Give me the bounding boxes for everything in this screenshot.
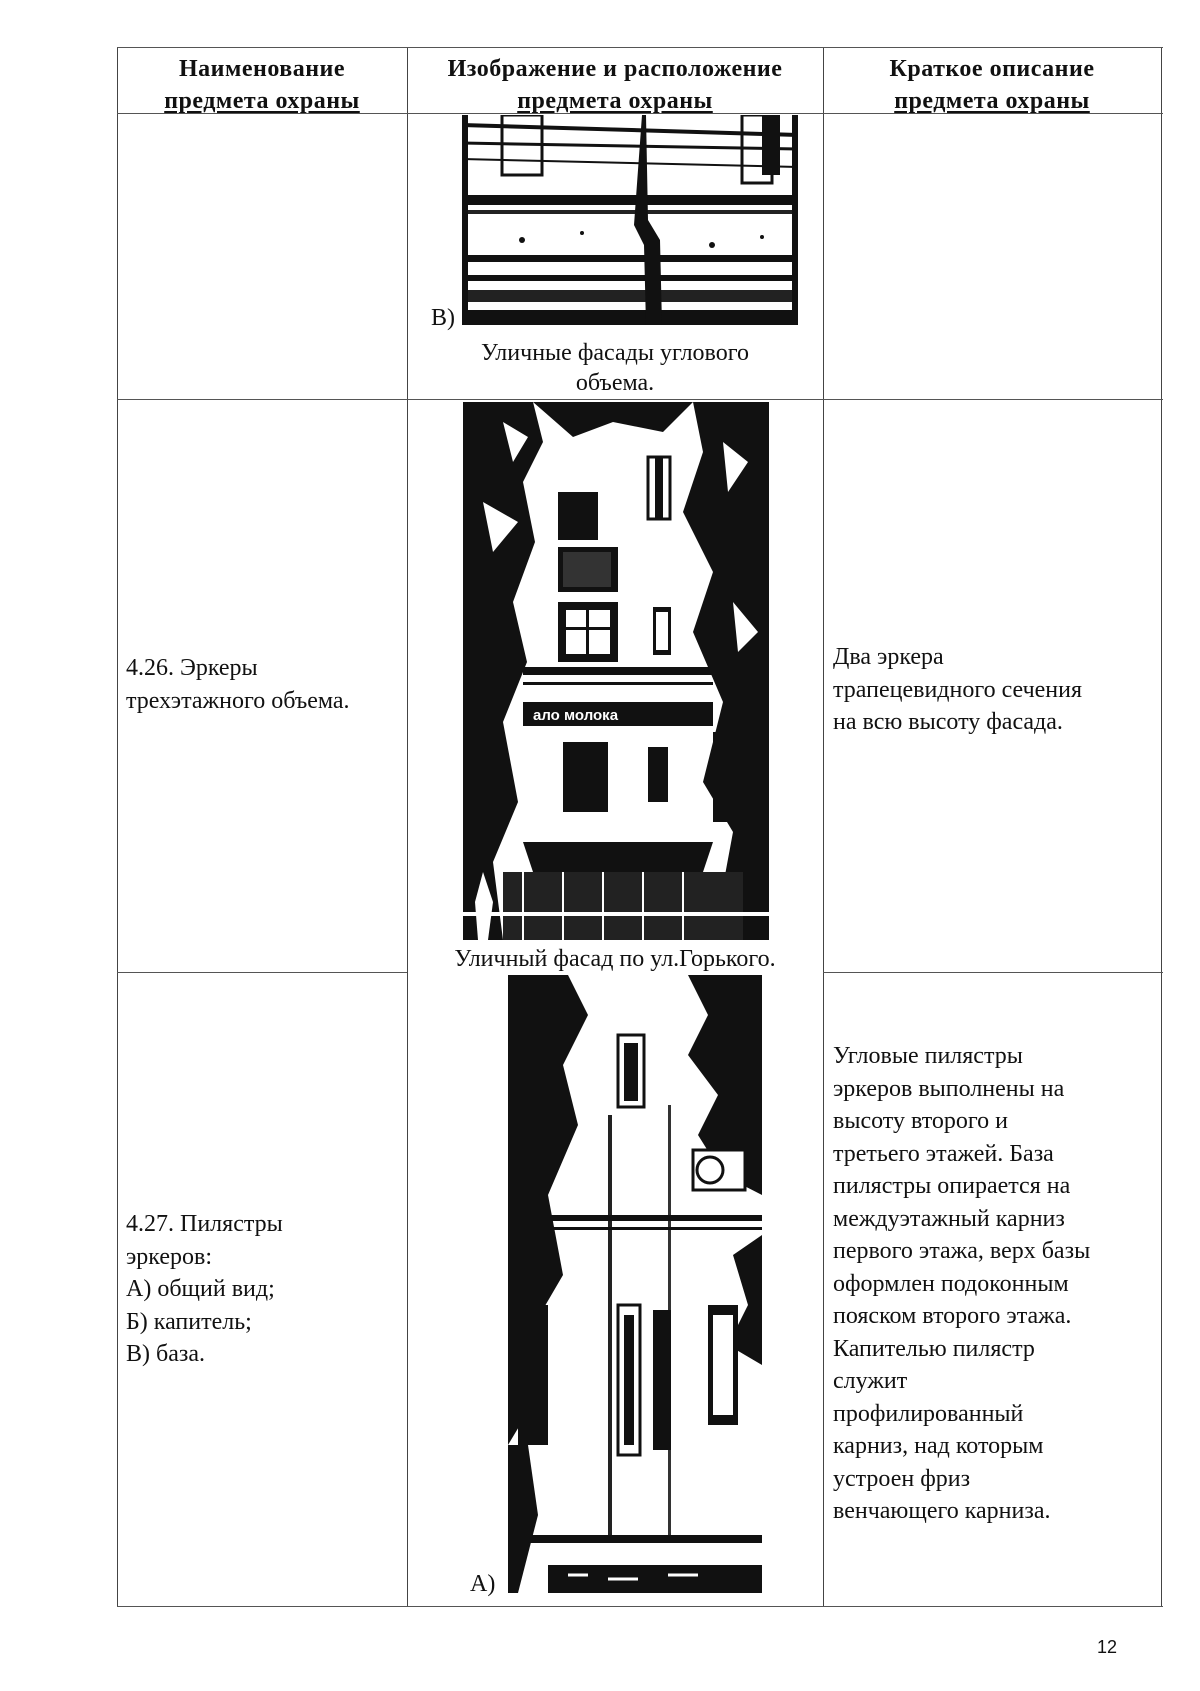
name-line: трехэтажного объема. — [126, 687, 350, 714]
caption-line-2: объема. — [575, 370, 655, 396]
header-image-line-1: Изображение и расположение — [447, 56, 783, 82]
description-line: Угловые пилястры — [833, 1043, 1023, 1069]
description-line: устроен фриз — [833, 1465, 971, 1492]
header-image: Изображение и расположение предмета охра… — [407, 53, 823, 117]
description-line: профилированный — [833, 1400, 1024, 1427]
header-divider — [117, 113, 1163, 114]
item-4-26-name: 4.26. Эркеры трехэтажного объема. — [126, 652, 350, 717]
description-line: на всю высоту фасада. — [833, 709, 1063, 735]
caption-street-facades: Уличные фасады углового объема. — [407, 338, 823, 398]
table-border-top — [117, 47, 1163, 48]
heritage-table: Наименование предмета охраны Изображение… — [117, 47, 1163, 1607]
description-line: Два эркера — [833, 644, 944, 670]
name-line: 4.26. Эркеры — [126, 655, 258, 681]
description-line: оформлен подоконным — [833, 1270, 1069, 1297]
row-divider-2 — [117, 972, 407, 973]
name-line: В) база. — [126, 1341, 205, 1367]
name-line: А) общий вид; — [126, 1276, 275, 1302]
description-line: междуэтажный карниз — [833, 1205, 1065, 1232]
description-line: пояском второго этажа. — [833, 1303, 1072, 1329]
caption-gorkogo-facade: Уличный фасад по ул.Горького. — [407, 944, 823, 974]
description-line: карниз, над которым — [833, 1433, 1044, 1459]
row-divider-2b — [823, 972, 1163, 973]
description-line: трапецевидного сечения — [833, 676, 1083, 703]
photo-label-a: А) — [470, 1571, 496, 1597]
name-line: Б) капитель; — [126, 1308, 252, 1335]
photo-street-facades — [462, 115, 798, 325]
description-line: венчающего карниза. — [833, 1498, 1051, 1524]
name-line: 4.27. Пилястры — [126, 1211, 283, 1237]
item-4-26-description: Два эркера трапецевидного сечения на всю… — [833, 641, 1082, 739]
item-4-27-description: Угловые пилястры эркеров выполнены на вы… — [833, 1040, 1090, 1528]
item-4-27-name: 4.27. Пилястры эркеров: А) общий вид; Б)… — [126, 1208, 283, 1371]
table-border-right — [1161, 47, 1162, 1607]
photo-gorkogo-facade: ало молока — [463, 402, 769, 940]
description-line: пилястры опирается на — [833, 1173, 1071, 1199]
caption-line-1: Уличные фасады углового — [481, 340, 749, 366]
column-divider-1 — [407, 47, 408, 1607]
store-sign-text: ало молока — [533, 707, 619, 724]
description-line: Капителью пилястр — [833, 1335, 1035, 1362]
description-line: эркеров выполнены на — [833, 1075, 1065, 1102]
description-line: первого этажа, верх базы — [833, 1238, 1091, 1264]
description-line: третьего этажей. База — [833, 1140, 1054, 1167]
header-description: Краткое описание предмета охраны — [823, 53, 1161, 117]
caption-line: Уличный фасад по ул.Горького. — [454, 946, 776, 972]
table-border-bottom — [117, 1606, 1163, 1607]
header-name-line-2: предмета охраны — [164, 88, 360, 114]
photo-label-v: В) — [431, 305, 455, 331]
header-description-line-2: предмета охраны — [894, 88, 1090, 114]
column-divider-2 — [823, 47, 824, 1607]
table-border-left — [117, 47, 118, 1607]
page-number: 12 — [1096, 1637, 1117, 1657]
description-line: служит — [833, 1368, 908, 1394]
row-divider-1 — [117, 399, 1163, 400]
photo-bay-pilasters — [508, 975, 762, 1593]
header-description-line-1: Краткое описание — [889, 56, 1095, 82]
header-image-line-2: предмета охраны — [517, 88, 713, 114]
header-name-line-1: Наименование — [179, 56, 345, 82]
description-line: высоту второго и — [833, 1108, 1008, 1134]
name-line: эркеров: — [126, 1243, 213, 1270]
header-name: Наименование предмета охраны — [117, 53, 407, 117]
